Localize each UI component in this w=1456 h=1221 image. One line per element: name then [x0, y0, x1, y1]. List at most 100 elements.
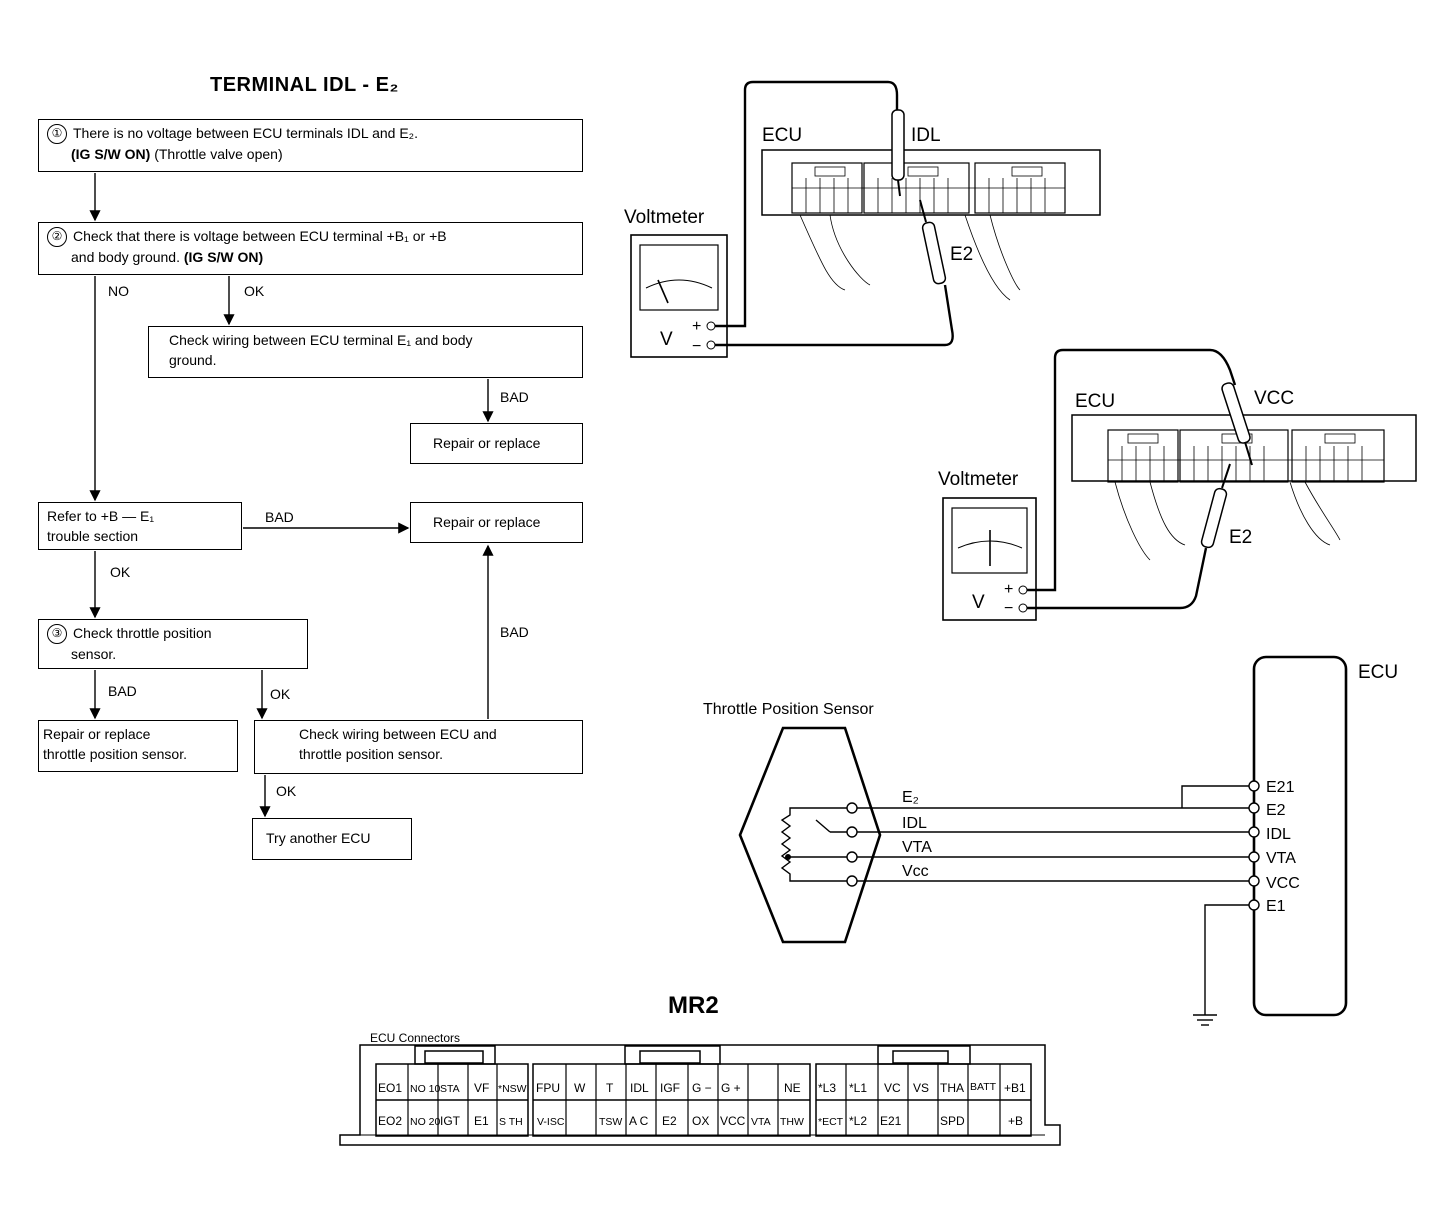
- meter2-plus-terminal: [1018, 585, 1028, 595]
- meter2-minus-terminal: [1018, 603, 1028, 613]
- repair-box-2-text: Repair or replace: [433, 514, 541, 530]
- wire-label-vcc: Vcc: [902, 863, 929, 880]
- try-ecu-box: Try another ECU: [252, 818, 412, 860]
- meter1-voltmeter-body: [630, 234, 728, 358]
- meter1-e2-probe: [921, 221, 947, 285]
- pin-g-plus: G +: [721, 1081, 741, 1095]
- meter2-group: ECU VCC Voltmeter E2 V + −: [938, 348, 1417, 621]
- pin-v-isc: V-ISC: [537, 1116, 565, 1128]
- pin-ect: *ECT: [818, 1116, 844, 1128]
- pin-g-minus: G −: [692, 1081, 712, 1095]
- pin-vc: VC: [884, 1081, 901, 1095]
- meter2-plus: +: [1004, 581, 1013, 598]
- pin-vs: VS: [913, 1081, 929, 1095]
- pin-label-e21: E21: [1266, 779, 1295, 796]
- pin-ac: A C: [629, 1114, 649, 1128]
- pin-ne: NE: [784, 1081, 801, 1095]
- try-ecu-text: Try another ECU: [266, 830, 371, 846]
- meter1-voltmeter-label: Voltmeter: [624, 207, 705, 228]
- check-wiring-line2: throttle position sensor.: [299, 746, 443, 762]
- meter2-connector-a: [1107, 429, 1179, 483]
- label-no: NO: [108, 283, 129, 299]
- meter1-plus-lead: [715, 80, 899, 328]
- pin-eo2: EO2: [378, 1114, 402, 1128]
- meter2-ecu-body: [1071, 414, 1417, 482]
- pin-no10: NO 10: [410, 1083, 441, 1095]
- pin-spd: SPD: [940, 1114, 965, 1128]
- meter1-e2-label: E2: [950, 244, 973, 265]
- meter2-vcc-label: VCC: [1254, 388, 1294, 409]
- wire-label-vta: VTA: [902, 839, 932, 856]
- pin-e1: E1: [474, 1114, 489, 1128]
- repair-box-2: Repair or replace: [410, 502, 583, 543]
- pin-t: T: [606, 1081, 614, 1095]
- label-bad-3: BAD: [500, 624, 529, 640]
- refer-box: Refer to +B — E₁ trouble section: [38, 502, 242, 550]
- sensor-body: [738, 726, 882, 944]
- meter1-ecu-label: ECU: [762, 125, 802, 146]
- pin-l1: *L1: [849, 1081, 867, 1095]
- repair-box-1: Repair or replace: [410, 423, 583, 464]
- pin-l2: *L2: [849, 1114, 867, 1128]
- model-title: MR2: [668, 992, 719, 1019]
- pin-vcc: VCC: [720, 1114, 746, 1128]
- label-bad-1: BAD: [500, 389, 529, 405]
- label-ok-4: OK: [276, 783, 297, 799]
- check-wiring-box: Check wiring between ECU and throttle po…: [254, 720, 583, 774]
- pin-tha: THA: [940, 1081, 964, 1095]
- pin-sta: STA: [440, 1083, 460, 1095]
- meter1-ecu-body: [761, 149, 1101, 216]
- sensor-title: Throttle Position Sensor: [703, 701, 874, 718]
- meter1-idl-label: IDL: [911, 125, 941, 146]
- step3-line2: sensor.: [71, 646, 117, 663]
- step2-condition: (IG S/W ON): [183, 249, 264, 266]
- step1-condition: (IG S/W ON): [71, 146, 151, 163]
- pin-sth: S TH: [499, 1116, 523, 1128]
- meter1-plus: +: [692, 318, 701, 335]
- label-ok-1: OK: [244, 283, 265, 299]
- pin-b: +B: [1008, 1114, 1023, 1128]
- meter2-minus: −: [1004, 600, 1013, 617]
- meter1-minus: −: [692, 338, 701, 355]
- pin-tsw: TSW: [599, 1116, 622, 1128]
- pin-nsw: *NSW: [498, 1083, 527, 1095]
- pin-e2: E2: [662, 1114, 677, 1128]
- pin-label-idl: IDL: [1266, 826, 1291, 843]
- meter1-group: ECU IDL Voltmeter E2 V + −: [624, 80, 1101, 358]
- pin-igf: IGF: [660, 1081, 680, 1095]
- label-bad-2: BAD: [265, 509, 294, 525]
- step2-line2: and body ground.: [71, 249, 184, 266]
- refer-line2: trouble section: [47, 528, 139, 544]
- repair-box-1-text: Repair or replace: [433, 435, 541, 451]
- pin-label-e1: E1: [1266, 898, 1286, 915]
- meter2-v-label: V: [972, 592, 985, 613]
- meter2-e2-probe: [1200, 487, 1228, 549]
- pin-label-e2: E2: [1266, 802, 1286, 819]
- pin-b1: +B1: [1004, 1081, 1026, 1095]
- repair-tps-line1: Repair or replace: [43, 726, 151, 742]
- repair-tps-line2: throttle position sensor.: [43, 746, 187, 762]
- check-e1-line1: Check wiring between ECU terminal E₁ and…: [169, 332, 473, 348]
- meter1-v-label: V: [660, 329, 673, 350]
- connector-diagram: ECU Connectors EO1 NO 10 STA VF *NSW: [339, 1031, 1061, 1146]
- step2-line1: Check that there is voltage between ECU …: [73, 228, 447, 244]
- flowchart-title: TERMINAL IDL - E₂: [210, 74, 399, 96]
- pin-eo1: EO1: [378, 1081, 402, 1095]
- meter1-idl-probe: [891, 109, 905, 181]
- circuit-group: Throttle Position Sensor ECU E₂ IDL: [703, 655, 1398, 1026]
- pin-vf: VF: [474, 1081, 489, 1095]
- flow-connectors: [89, 173, 494, 818]
- pin-igt: IGT: [440, 1114, 461, 1128]
- pin-idl: IDL: [630, 1081, 649, 1095]
- circuit-ecu-title: ECU: [1358, 662, 1398, 683]
- meter2-connector-c: [1291, 429, 1385, 483]
- meter2-voltmeter-body: [942, 497, 1037, 621]
- refer-line1: Refer to +B — E₁: [47, 508, 155, 524]
- pin-batt: BATT: [970, 1081, 997, 1093]
- pin-thw: THW: [780, 1116, 804, 1128]
- label-ok-2: OK: [110, 564, 131, 580]
- pin-w: W: [574, 1081, 586, 1095]
